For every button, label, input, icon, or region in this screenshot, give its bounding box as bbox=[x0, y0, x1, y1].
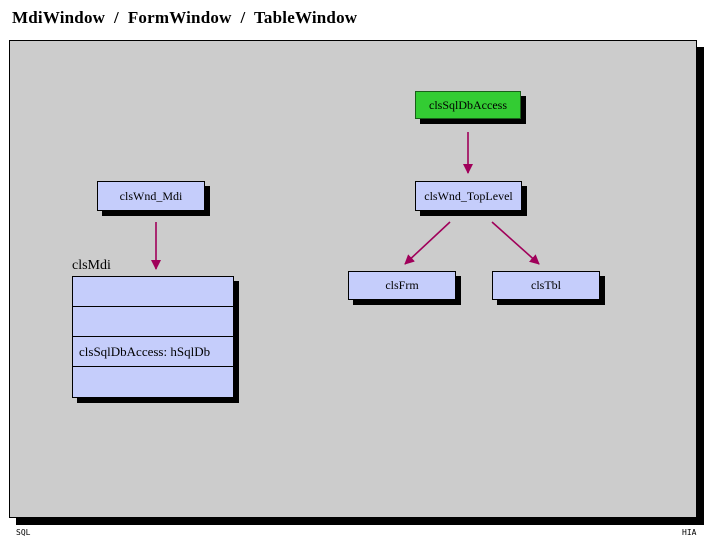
page-title: MdiWindow / FormWindow / TableWindow bbox=[12, 8, 358, 27]
footer-right: HIA bbox=[682, 528, 697, 537]
clsmdi-field-1 bbox=[73, 277, 233, 307]
clsmdi-field-3: clsSqlDbAccess: hSqlDb bbox=[73, 337, 233, 367]
clsmdi-label: clsMdi bbox=[72, 258, 111, 273]
clsmdi-field-4 bbox=[73, 367, 233, 397]
arrow-toplevel-to-tbl bbox=[491, 221, 540, 265]
node-clsfrm: clsFrm bbox=[348, 271, 456, 300]
clsmdi-class-box: clsSqlDbAccess: hSqlDb bbox=[72, 276, 234, 398]
footer-left: SQL bbox=[16, 528, 31, 537]
clsmdi-field-2 bbox=[73, 307, 233, 337]
arrow-toplevel-to-frm bbox=[404, 221, 451, 265]
node-clstbl: clsTbl bbox=[492, 271, 600, 300]
node-clswnd-toplevel: clsWnd_TopLevel bbox=[415, 181, 522, 211]
node-clssqldbaccess: clsSqlDbAccess bbox=[415, 91, 521, 119]
node-clswnd-mdi: clsWnd_Mdi bbox=[97, 181, 205, 211]
